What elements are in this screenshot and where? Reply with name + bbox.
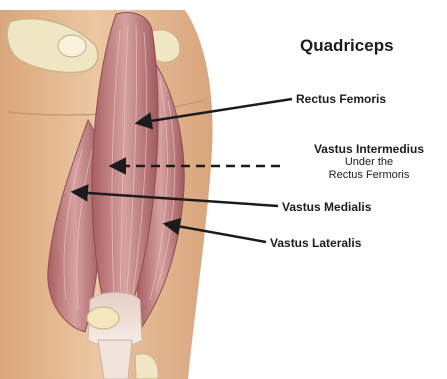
label-vastus-intermedius-note-1: Under the — [296, 156, 442, 169]
label-vastus-medialis: Vastus Medialis — [282, 200, 371, 214]
label-vastus-intermedius: Vastus Intermedius — [296, 143, 442, 156]
label-vastus-lateralis: Vastus Lateralis — [270, 236, 361, 250]
label-vastus-intermedius-note-2: Rectus Fermoris — [296, 169, 442, 182]
label-vastus-intermedius-group: Vastus Intermedius Under the Rectus Ferm… — [296, 143, 442, 182]
patella — [87, 307, 119, 329]
patellar-ligament — [98, 340, 132, 379]
label-rectus-femoris: Rectus Femoris — [296, 92, 386, 106]
hip-joint — [58, 35, 86, 57]
diagram-title: Quadriceps — [300, 36, 394, 56]
